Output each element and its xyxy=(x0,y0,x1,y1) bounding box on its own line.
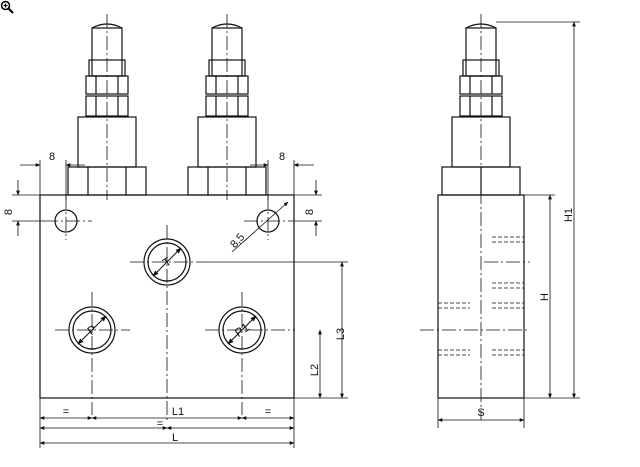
dim-hole-offset-vertical-right: 8 xyxy=(304,209,316,215)
center-lines-front xyxy=(44,14,295,420)
dim-hole-offset-right: 8 xyxy=(279,151,285,163)
dimension-lines-front xyxy=(12,160,348,448)
dim-l2: L2 xyxy=(309,364,321,376)
zoom-in-icon[interactable] xyxy=(0,0,14,14)
left-cartridge xyxy=(67,23,147,196)
dim-hole-diameter: 8,5 xyxy=(228,231,247,250)
dim-equal-mid: = xyxy=(157,418,163,430)
dim-h1: H1 xyxy=(563,208,575,222)
dim-equal-left: = xyxy=(63,406,69,418)
dim-equal-right: = xyxy=(265,406,271,418)
dim-hole-offset-left: 8 xyxy=(49,151,55,163)
dim-s: S xyxy=(477,407,484,419)
dim-l1: L1 xyxy=(172,406,184,418)
dim-h: H xyxy=(539,293,551,301)
dim-l: L xyxy=(172,432,178,444)
dim-hole-offset-vertical-left: 8 xyxy=(3,209,15,215)
dim-l3: L3 xyxy=(335,328,347,340)
hidden-lines-side xyxy=(438,236,524,356)
dimension-lines-side xyxy=(437,21,580,428)
center-lines-side xyxy=(420,14,530,420)
